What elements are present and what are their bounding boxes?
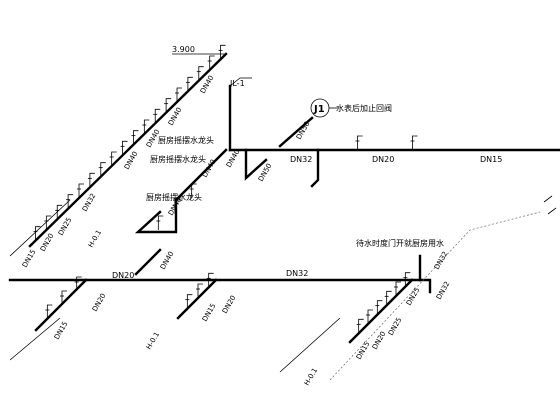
kitchen-note-1: 厨房摇摆水龙头 <box>158 135 214 145</box>
riser-leader <box>229 77 252 87</box>
faucet-fixture <box>142 119 150 134</box>
size-label: DN20 <box>371 330 388 351</box>
faucet-fixture <box>74 276 82 291</box>
main-fixtures <box>355 135 418 150</box>
faucet-fixture <box>45 304 53 319</box>
elevation-label: 3.900 <box>172 45 195 54</box>
middle-diagonal-pipe <box>174 148 228 202</box>
faucet-fixture <box>189 183 197 198</box>
size-label: DN15 <box>480 155 502 164</box>
faucet-fixture <box>131 130 139 145</box>
size-label: DN32 <box>435 280 452 301</box>
meter-mark: J1 <box>313 104 325 115</box>
faucet-fixture <box>403 272 411 287</box>
faucet-fixture <box>206 272 214 288</box>
faucet-fixture <box>87 172 95 188</box>
faucet-fixture <box>196 66 204 81</box>
lower-left-fixtures <box>45 276 82 319</box>
meter-branch-pipe <box>278 116 314 148</box>
drop-fixture <box>310 148 320 188</box>
reference-dashed-line <box>329 211 541 381</box>
level-leader <box>279 317 341 373</box>
lower-left-branch <box>34 278 88 332</box>
size-label: DN40 <box>225 148 242 169</box>
size-label: DN15 <box>53 320 70 341</box>
size-label: DN20 <box>112 271 134 280</box>
faucet-fixture <box>173 199 180 214</box>
size-label: DN20 <box>221 294 238 315</box>
faucet-fixture <box>109 151 117 166</box>
faucet-fixture <box>60 290 67 305</box>
middle-lower-diagonal <box>134 248 162 276</box>
size-label: DN32 <box>433 250 450 271</box>
size-label: DN32 <box>286 269 308 278</box>
faucet-fixture <box>207 55 215 70</box>
faucet-fixture <box>66 194 74 209</box>
size-label: DN15 <box>21 248 38 269</box>
right-lower-branch <box>348 278 414 344</box>
level-label: H-0.1 <box>145 331 161 351</box>
faucet-fixture <box>366 309 373 324</box>
faucet-fixture <box>384 290 392 306</box>
faucet-fixture <box>218 44 226 60</box>
middle-fixtures <box>156 183 197 230</box>
arrow-tick <box>547 207 557 215</box>
right-riser-pipe <box>418 254 432 294</box>
faucet-fixture <box>33 226 41 241</box>
upper-diagonal-branch <box>28 52 228 248</box>
faucet-fixture <box>153 108 161 124</box>
faucet-fixture <box>185 294 193 309</box>
faucet-fixture <box>394 281 401 296</box>
faucet-fixture <box>355 135 363 150</box>
faucet-fixture <box>375 300 383 315</box>
upper-fixtures <box>33 44 226 241</box>
size-label: DN20 <box>91 292 108 313</box>
faucet-fixture <box>120 140 128 156</box>
faucet-fixture <box>164 98 172 113</box>
level-leader <box>9 317 61 361</box>
faucet-fixture <box>175 87 182 102</box>
size-label: DN25 <box>405 286 422 307</box>
lower-mid-branch <box>176 278 218 320</box>
kitchen-note-3: 厨房摇摆水龙头 <box>146 192 202 202</box>
faucet-fixture <box>77 183 84 198</box>
riser-jog <box>244 148 268 181</box>
riser-label: JL-1 <box>229 79 245 88</box>
faucet-fixture <box>98 162 106 177</box>
size-label: DN40 <box>159 250 176 271</box>
meter-note: 水表后加止回阀 <box>336 103 392 113</box>
size-label: DN20 <box>372 155 394 164</box>
level-label: H-0.1 <box>303 367 319 387</box>
faucet-fixture <box>185 76 193 92</box>
kitchen-note-2: 厨房摇摆水龙头 <box>150 154 206 164</box>
right-fixtures <box>356 272 411 334</box>
faucet-fixture <box>156 215 164 230</box>
sink-note: 待水时度门开就厨房用水 <box>356 238 444 248</box>
level-label: H-0.1 <box>87 229 103 249</box>
faucet-fixture <box>196 283 203 298</box>
size-label: DN25 <box>387 316 404 337</box>
faucet-fixture <box>410 135 418 150</box>
level-leader <box>9 199 71 257</box>
size-label: DN25 <box>57 216 74 237</box>
arrow-tick <box>543 195 553 203</box>
middle-offset-pipe <box>134 198 178 234</box>
faucet-fixture <box>356 318 364 334</box>
size-label: DN32 <box>290 155 312 164</box>
size-label: DN15 <box>201 302 218 323</box>
lower-mid-fixtures <box>185 272 214 309</box>
